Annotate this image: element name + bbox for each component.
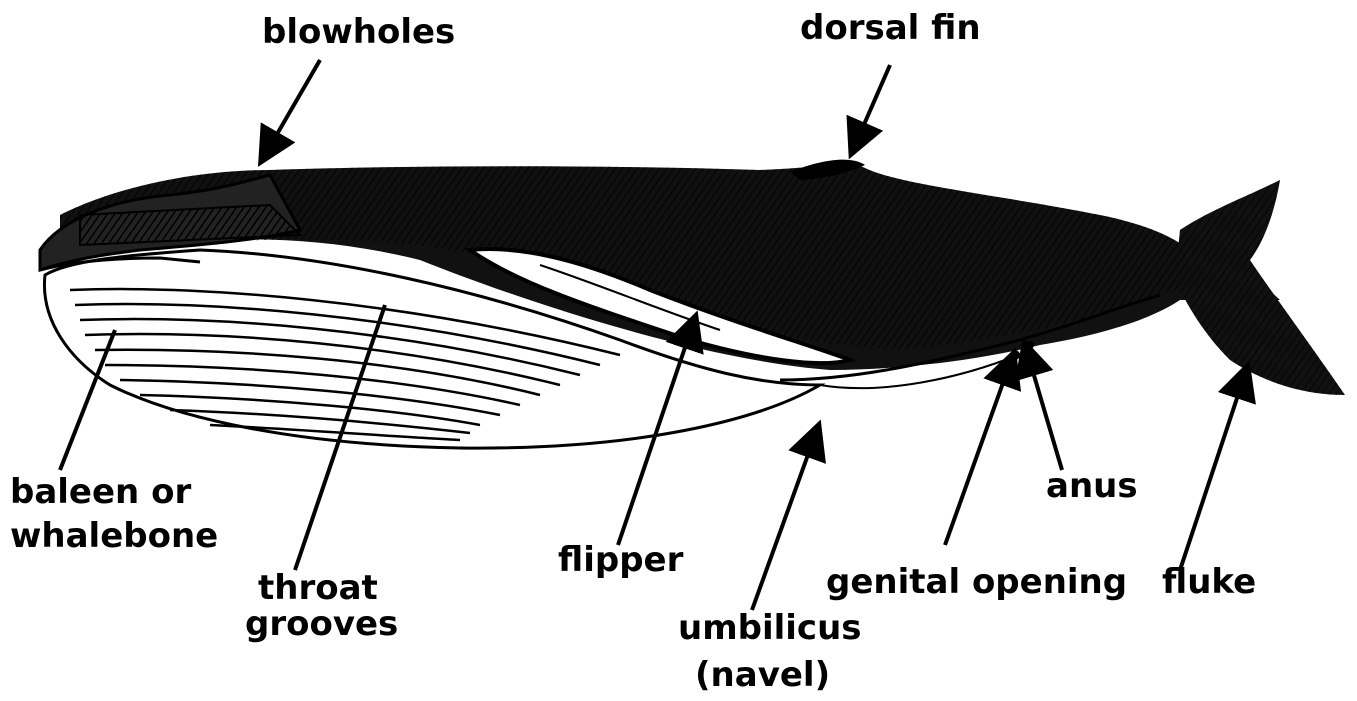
label-flipper: flipper (558, 540, 683, 580)
label-umbilicus-line1: umbilicus (678, 608, 862, 648)
label-baleen-line1: baleen or (10, 472, 191, 512)
arrow-fluke (1180, 368, 1247, 570)
arrow-genital-opening (945, 355, 1013, 545)
label-umbilicus-line2: (navel) (695, 655, 830, 695)
arrow-dorsal-fin (852, 65, 890, 152)
whale-body (40, 160, 1345, 448)
arrow-blowholes (262, 60, 320, 160)
arrow-anus (1025, 345, 1062, 470)
label-baleen-line2: whalebone (10, 516, 218, 556)
label-fluke: fluke (1162, 562, 1256, 602)
label-throat-line1: throat (258, 568, 378, 608)
label-dorsal-fin: dorsal fin (800, 8, 981, 48)
label-anus: anus (1046, 466, 1138, 506)
label-genital-opening: genital opening (826, 562, 1127, 602)
arrow-umbilicus (752, 427, 818, 610)
label-blowholes: blowholes (262, 12, 455, 52)
label-throat-line2: grooves (245, 604, 398, 644)
